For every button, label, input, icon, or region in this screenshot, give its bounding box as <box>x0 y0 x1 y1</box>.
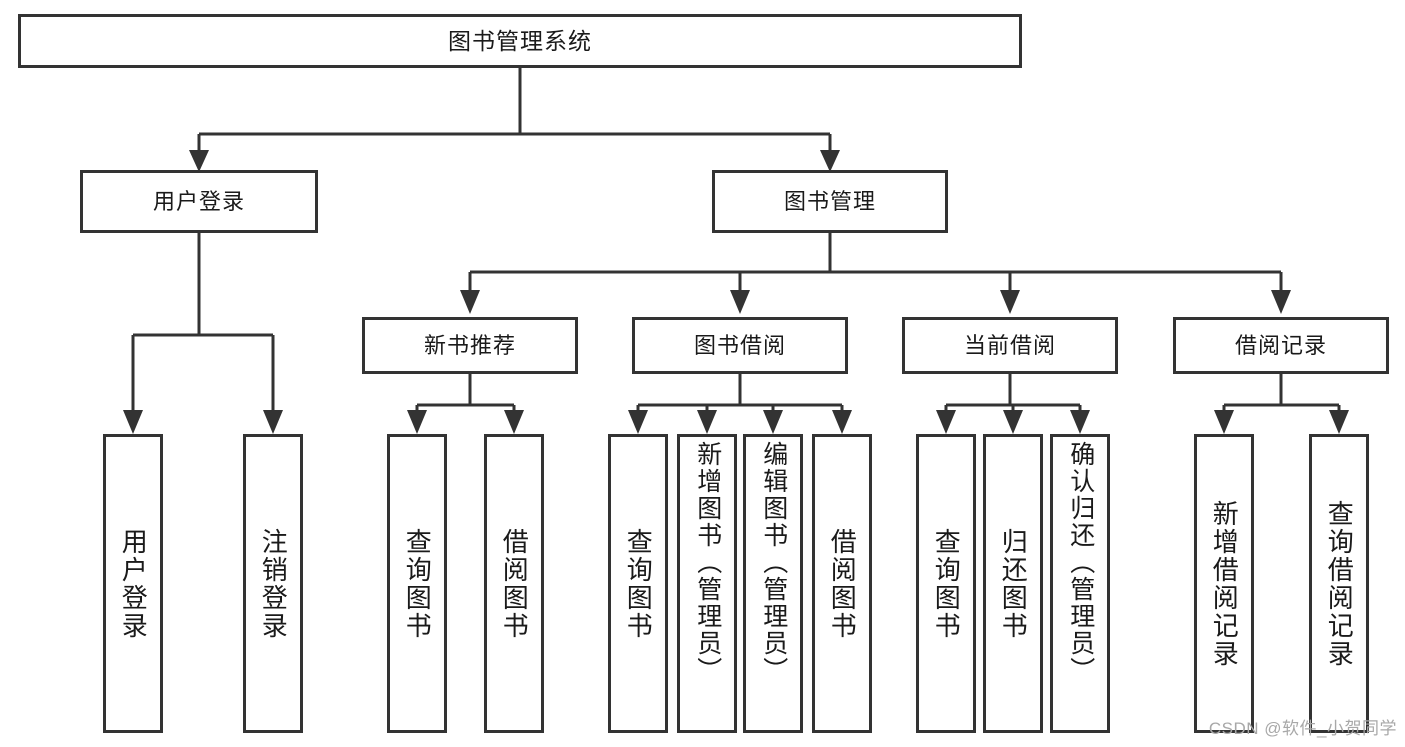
leaf-borrow-record-add[interactable]: 新增借阅记录 <box>1194 434 1254 733</box>
node-label: 用户登录 <box>152 188 245 214</box>
node-label: 图书管理 <box>783 188 876 214</box>
leaf-current-borrow-return[interactable]: 归还图书 <box>983 434 1043 733</box>
leaf-new-book-query[interactable]: 查询图书 <box>387 434 447 733</box>
leaf-book-borrow-edit[interactable]: 编辑图书（管理员） <box>743 434 803 733</box>
leaf-book-borrow-add[interactable]: 新增图书（管理员） <box>677 434 737 733</box>
node-label: 当前借阅 <box>963 332 1056 358</box>
node-label: 新增借阅记录 <box>1209 499 1240 668</box>
node-label: 确认归还（管理员） <box>1066 441 1095 684</box>
node-label: 查询图书 <box>931 527 962 640</box>
leaf-borrow-record-query[interactable]: 查询借阅记录 <box>1309 434 1369 733</box>
leaf-new-book-borrow[interactable]: 借阅图书 <box>484 434 544 733</box>
node-book-management[interactable]: 图书管理 <box>712 170 948 233</box>
node-label: 归还图书 <box>998 527 1029 640</box>
leaf-current-borrow-query[interactable]: 查询图书 <box>916 434 976 733</box>
node-label: 借阅图书 <box>499 527 530 640</box>
leaf-book-borrow-query[interactable]: 查询图书 <box>608 434 668 733</box>
node-label: 新增图书（管理员） <box>693 441 722 684</box>
node-label: 查询图书 <box>402 527 433 640</box>
node-user-login[interactable]: 用户登录 <box>80 170 318 233</box>
leaf-book-borrow-lend[interactable]: 借阅图书 <box>812 434 872 733</box>
node-label: 图书借阅 <box>693 332 786 358</box>
node-label: 借阅记录 <box>1234 332 1327 358</box>
leaf-user-login-signout[interactable]: 注销登录 <box>243 434 303 733</box>
leaf-current-borrow-confirm-return[interactable]: 确认归还（管理员） <box>1050 434 1110 733</box>
node-root-system[interactable]: 图书管理系统 <box>18 14 1022 68</box>
node-label: 查询图书 <box>623 527 654 640</box>
node-book-borrow[interactable]: 图书借阅 <box>632 317 848 374</box>
node-new-book-recommend[interactable]: 新书推荐 <box>362 317 578 374</box>
node-label: 用户登录 <box>118 527 149 640</box>
leaf-user-login-signin[interactable]: 用户登录 <box>103 434 163 733</box>
node-label: 注销登录 <box>258 527 289 640</box>
node-borrow-record[interactable]: 借阅记录 <box>1173 317 1389 374</box>
node-label: 编辑图书（管理员） <box>759 441 788 684</box>
node-label: 图书管理系统 <box>448 27 592 54</box>
node-label: 新书推荐 <box>423 332 516 358</box>
node-current-borrow[interactable]: 当前借阅 <box>902 317 1118 374</box>
node-label: 借阅图书 <box>827 527 858 640</box>
node-label: 查询借阅记录 <box>1324 499 1355 668</box>
